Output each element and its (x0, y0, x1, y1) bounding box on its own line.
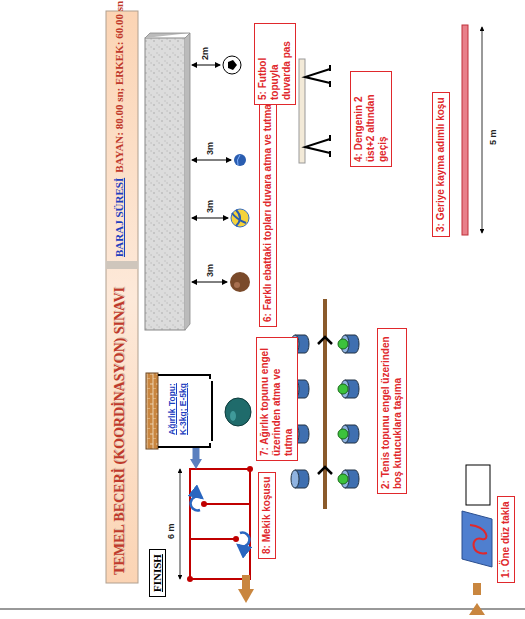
node-text: 5: Futbol topuyla duvarda pas (257, 28, 293, 100)
dimension-label: 5 m (489, 128, 498, 146)
tennis-ball (338, 429, 348, 439)
station-label: 6: Farklı ebattaki topları duvara atma v… (259, 99, 277, 327)
node-text: BAYAN: 80.00 sn; ERKEK: 60.00 sn (113, 1, 126, 173)
finish-box: FINISH (149, 549, 166, 597)
node-text: BARAJ SÜRESİ (113, 178, 126, 257)
node-text: 2: Tenis topunu engel üzerinden boş kutu… (380, 333, 404, 489)
tennis-ball (338, 474, 348, 484)
node-text: FINISH (151, 554, 164, 592)
station-label: 1: Öne düz takla (497, 496, 515, 583)
station-label: 8: Mekik koşusu (258, 472, 276, 559)
node-text: Ağırlık Topu: (167, 379, 178, 439)
station-label: 5: Futbol topuyla duvarda pas (254, 23, 296, 105)
title: TEMEL BECERİ (KOORDİNASYON) SINAVI (112, 287, 129, 575)
box-top (291, 470, 299, 488)
dimension-label: 3m (206, 141, 215, 156)
node-text: 7: Ağırlık topunu engel üzerinden atma v… (259, 342, 295, 456)
node-text: 6: Farklı ebattaki topları duvara atma v… (262, 104, 274, 322)
tennis-ball (338, 384, 348, 394)
tennis-ball (338, 339, 348, 349)
node-text: 3: Geriye kayma adımlı koşu (435, 97, 447, 232)
station-label: 3: Geriye kayma adımlı koşu (432, 92, 450, 237)
station-label: 7: Ağırlık topunu engel üzerinden atma v… (256, 337, 298, 461)
dimension-label: 2m (201, 46, 210, 61)
weight-box: Ağırlık Topu:K-3kg; E-5kg (164, 378, 192, 440)
dimension-label: 3m (206, 199, 215, 214)
station-label: 4: Dengenin 2 üst+2 altından geçiş (350, 71, 392, 167)
dimension-label: 3m (206, 263, 215, 278)
node-text: K-3kg; E-5kg (178, 379, 189, 439)
time-band: BARAJ SÜRESİ BAYAN: 80.00 sn; ERKEK: 60.0… (113, 0, 126, 257)
dimension-label: 6 m (167, 522, 176, 540)
station-label: 2: Tenis topunu engel üzerinden boş kutu… (377, 328, 407, 494)
node-text: 8: Mekik koşusu (261, 477, 273, 554)
node-text: 4: Dengenin 2 üst+2 altından geçiş (353, 76, 389, 162)
node-text: 1: Öne düz takla (500, 501, 512, 578)
